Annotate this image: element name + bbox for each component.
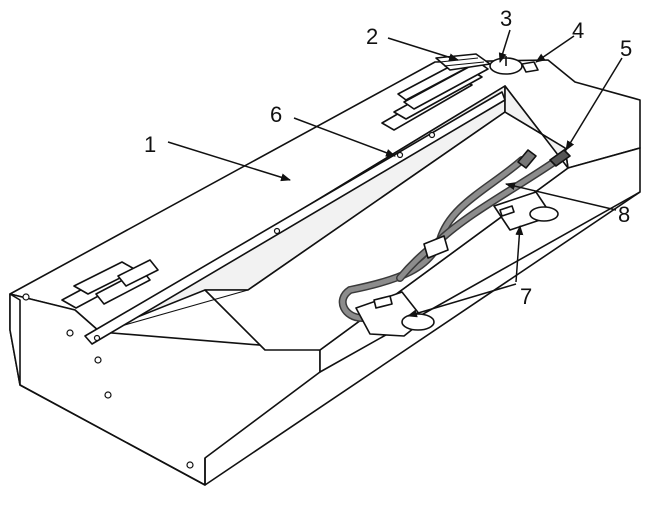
left-end (9, 293, 21, 386)
leader-3 (498, 29, 511, 63)
callout-2: 2 (366, 24, 378, 49)
switch (521, 61, 539, 73)
callout-8: 8 (618, 202, 630, 227)
hose-elbow (517, 149, 537, 169)
vents-left (61, 259, 159, 309)
callout-labels: 1 2 3 4 5 6 7 8 (144, 6, 632, 309)
leader-1 (167, 141, 291, 182)
callout-7: 7 (520, 284, 532, 309)
leader-8 (505, 182, 617, 211)
hose-brackets (355, 191, 559, 337)
tray-right-end (504, 85, 569, 169)
air-hose (338, 149, 571, 322)
callout-3: 3 (500, 6, 512, 31)
hose-connector (549, 149, 571, 167)
front-holes (22, 293, 194, 469)
callout-5: 5 (620, 36, 632, 61)
hose-clip (423, 235, 449, 259)
leader-2 (387, 37, 459, 62)
hinge-rail (84, 91, 506, 345)
leader-5 (565, 57, 623, 151)
callout-4: 4 (572, 18, 584, 43)
callout-1: 1 (144, 132, 156, 157)
callout-leaders (167, 29, 623, 318)
leader-7b (407, 283, 517, 318)
leader-6 (293, 117, 396, 157)
callout-6: 6 (270, 102, 282, 127)
leader-4 (535, 35, 575, 63)
leader-7a (515, 225, 524, 283)
